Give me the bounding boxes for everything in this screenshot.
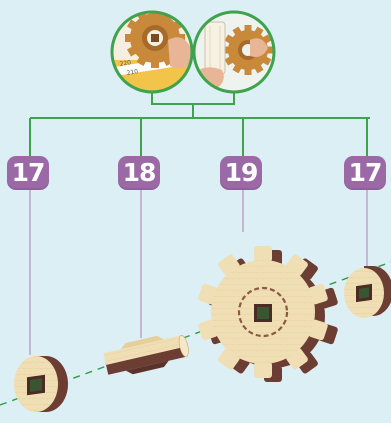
axle-icon [102, 330, 191, 380]
washer-icon [14, 356, 68, 412]
inset-axle-insert [194, 12, 274, 92]
part-badge: 17 [344, 156, 386, 190]
connector-bracket [30, 90, 370, 158]
part-badge: 18 [118, 156, 160, 190]
washer-icon [344, 266, 391, 318]
dowel-icon [205, 22, 225, 74]
gear-icon [197, 246, 338, 382]
part-badge: 19 [220, 156, 262, 190]
part-badge: 17 [7, 156, 49, 190]
inset-gear-measure: 220 210 [108, 8, 200, 100]
